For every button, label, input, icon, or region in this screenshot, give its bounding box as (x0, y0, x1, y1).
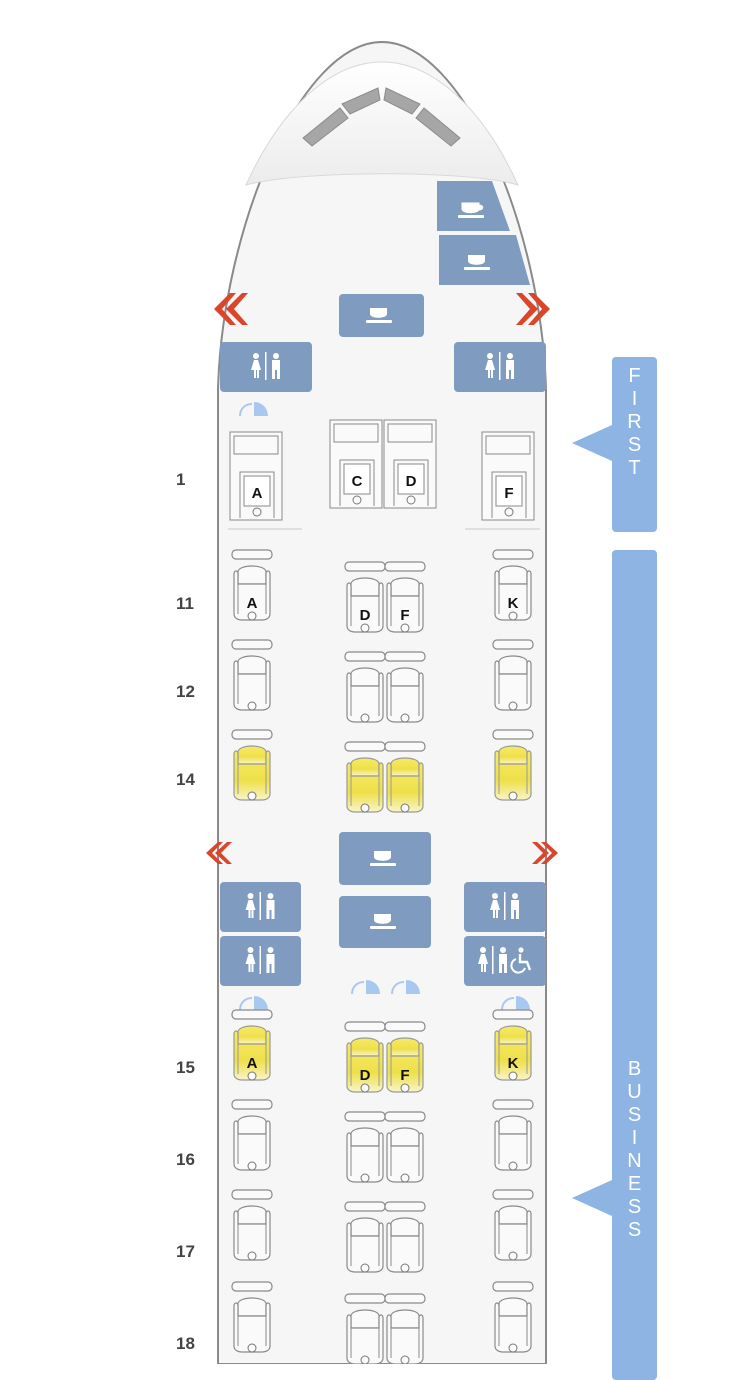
galley-icon (437, 181, 510, 231)
galley-icon (339, 294, 424, 337)
seat-letter: D (360, 1067, 371, 1084)
lavatory-icon (220, 882, 301, 932)
seat[interactable] (231, 1099, 273, 1171)
exit-arrow-icon (516, 293, 550, 325)
cabin-label-letter: E (627, 1173, 642, 1195)
seat[interactable] (231, 639, 273, 711)
first-class-seat[interactable]: A (229, 431, 283, 521)
bassinet-icon (350, 980, 380, 995)
cabin-label-letter: I (631, 388, 638, 410)
lavatory-icon (220, 342, 312, 392)
cabin-label-letter: S (627, 1104, 642, 1126)
cabin-label-letter: S (627, 434, 642, 456)
seat[interactable]: A (231, 1009, 273, 1081)
row-number: 12 (176, 682, 195, 701)
first-class-seat[interactable]: D (383, 419, 437, 509)
seat-letter: F (504, 485, 513, 502)
seat[interactable] (344, 651, 386, 723)
seat[interactable] (344, 1293, 386, 1364)
seat[interactable] (231, 729, 273, 801)
seat[interactable] (384, 1201, 426, 1273)
first-class-seat[interactable]: F (481, 431, 535, 521)
seat-letter: F (400, 607, 409, 624)
exit-arrow-icon (532, 842, 558, 864)
cabin-label-letter: I (631, 1127, 638, 1149)
row-number: 15 (176, 1058, 195, 1077)
seat[interactable]: F (384, 1021, 426, 1093)
cabin-label-letter: T (628, 457, 641, 479)
seat[interactable] (492, 1281, 534, 1353)
seat[interactable] (492, 1099, 534, 1171)
seat[interactable]: D (344, 561, 386, 633)
cabin-label-letter: B (627, 1058, 642, 1080)
cabin-label-letter: R (627, 411, 642, 433)
seat[interactable]: D (344, 1021, 386, 1093)
row-number: 1 (176, 470, 186, 489)
lavatory-icon (220, 936, 301, 986)
seat[interactable] (231, 1281, 273, 1353)
seat[interactable]: K (492, 1009, 534, 1081)
cabin-label-letter: F (628, 365, 641, 387)
seat[interactable] (344, 741, 386, 813)
lavatory-icon (454, 342, 546, 392)
seat-letter: K (508, 595, 519, 612)
row-number: 11 (176, 594, 194, 613)
bassinet-icon (238, 402, 268, 417)
seat[interactable] (492, 729, 534, 801)
cockpit-windows (302, 87, 461, 147)
seat-letter: A (247, 595, 258, 612)
accessible-lavatory-icon (464, 936, 546, 986)
cabin-label-letter: U (627, 1081, 642, 1103)
seat-letter: C (352, 473, 363, 490)
seat[interactable] (492, 1189, 534, 1261)
seat-letter: K (508, 1055, 519, 1072)
bassinet-icon (500, 996, 530, 1011)
row-number: 18 (176, 1334, 195, 1353)
cabin-label-letter: S (627, 1219, 642, 1241)
row-number: 14 (176, 770, 195, 789)
seat[interactable] (384, 1111, 426, 1183)
row-number: 17 (176, 1242, 195, 1261)
seat[interactable]: A (231, 549, 273, 621)
seat-letter: A (252, 485, 263, 502)
seat[interactable]: K (492, 549, 534, 621)
nose-cone (245, 61, 519, 186)
seat[interactable]: F (384, 561, 426, 633)
seat[interactable] (231, 1189, 273, 1261)
seat-letter: F (400, 1067, 409, 1084)
seat[interactable] (384, 1293, 426, 1364)
seat-letter: D (360, 607, 371, 624)
exit-arrow-icon (206, 842, 232, 864)
cabin-label-letter: N (627, 1150, 642, 1172)
galley-icon (339, 832, 431, 885)
business-class-pointer (572, 1180, 612, 1216)
first-class-seat[interactable]: C (329, 419, 383, 509)
seat[interactable] (384, 651, 426, 723)
seat[interactable] (344, 1111, 386, 1183)
seat[interactable] (384, 741, 426, 813)
galley-icon (439, 235, 530, 285)
galley-icon (339, 896, 431, 948)
exit-arrow-icon (214, 293, 248, 325)
lavatory-icon (464, 882, 546, 932)
first-class-pointer (572, 425, 612, 461)
row-number: 16 (176, 1150, 195, 1169)
cabin-label-letter: S (627, 1196, 642, 1218)
seat-letter: A (247, 1055, 258, 1072)
seat[interactable] (492, 639, 534, 711)
bassinet-icon (238, 996, 268, 1011)
bassinet-icon (390, 980, 420, 995)
seat-letter: D (406, 473, 417, 490)
